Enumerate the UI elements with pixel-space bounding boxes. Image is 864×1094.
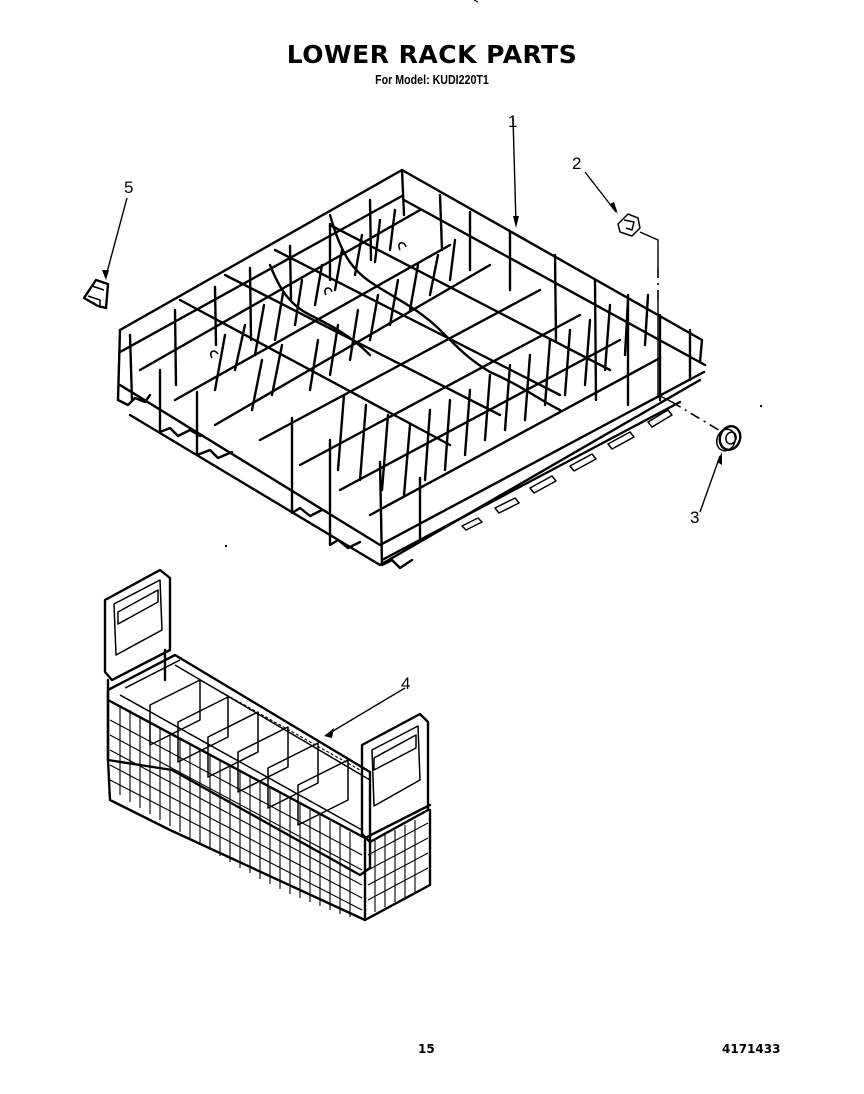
rack-bumper-drawing: [82, 278, 110, 310]
callout-1-label: 1: [508, 112, 518, 131]
callout-1-leader: [512, 117, 517, 225]
scan-speck: [760, 405, 762, 407]
callout-5-label: 5: [124, 178, 134, 197]
callout-3-arrowhead: [717, 452, 722, 465]
rack-wheel-drawing: [715, 425, 742, 452]
callout-2-leader: [584, 171, 617, 213]
document-number: 4171433: [722, 1042, 781, 1056]
scan-mark: [473, 0, 479, 3]
scan-speck: [225, 545, 227, 547]
callout-3-leader: [699, 455, 721, 513]
callout-4-leader: [327, 687, 406, 735]
callout-5-arrowhead: [102, 270, 109, 280]
page-number: 15: [418, 1042, 435, 1056]
callout-4-label: 4: [401, 674, 411, 693]
rack-clip-drawing: [617, 213, 641, 237]
callout-3-label: 3: [690, 508, 700, 527]
callout-2-label: 2: [572, 154, 582, 173]
callout-4-arrowhead: [324, 728, 334, 738]
silverware-basket-drawing: [103, 568, 432, 922]
callout-5-leader: [105, 197, 128, 277]
model-subtitle: For Model: KUDI220T1: [375, 72, 489, 87]
callout-1-arrowhead: [513, 216, 519, 228]
lower-rack-drawing: [116, 168, 723, 570]
page-title: LOWER RACK PARTS: [286, 40, 578, 69]
callout-2-arrowhead: [610, 202, 618, 214]
